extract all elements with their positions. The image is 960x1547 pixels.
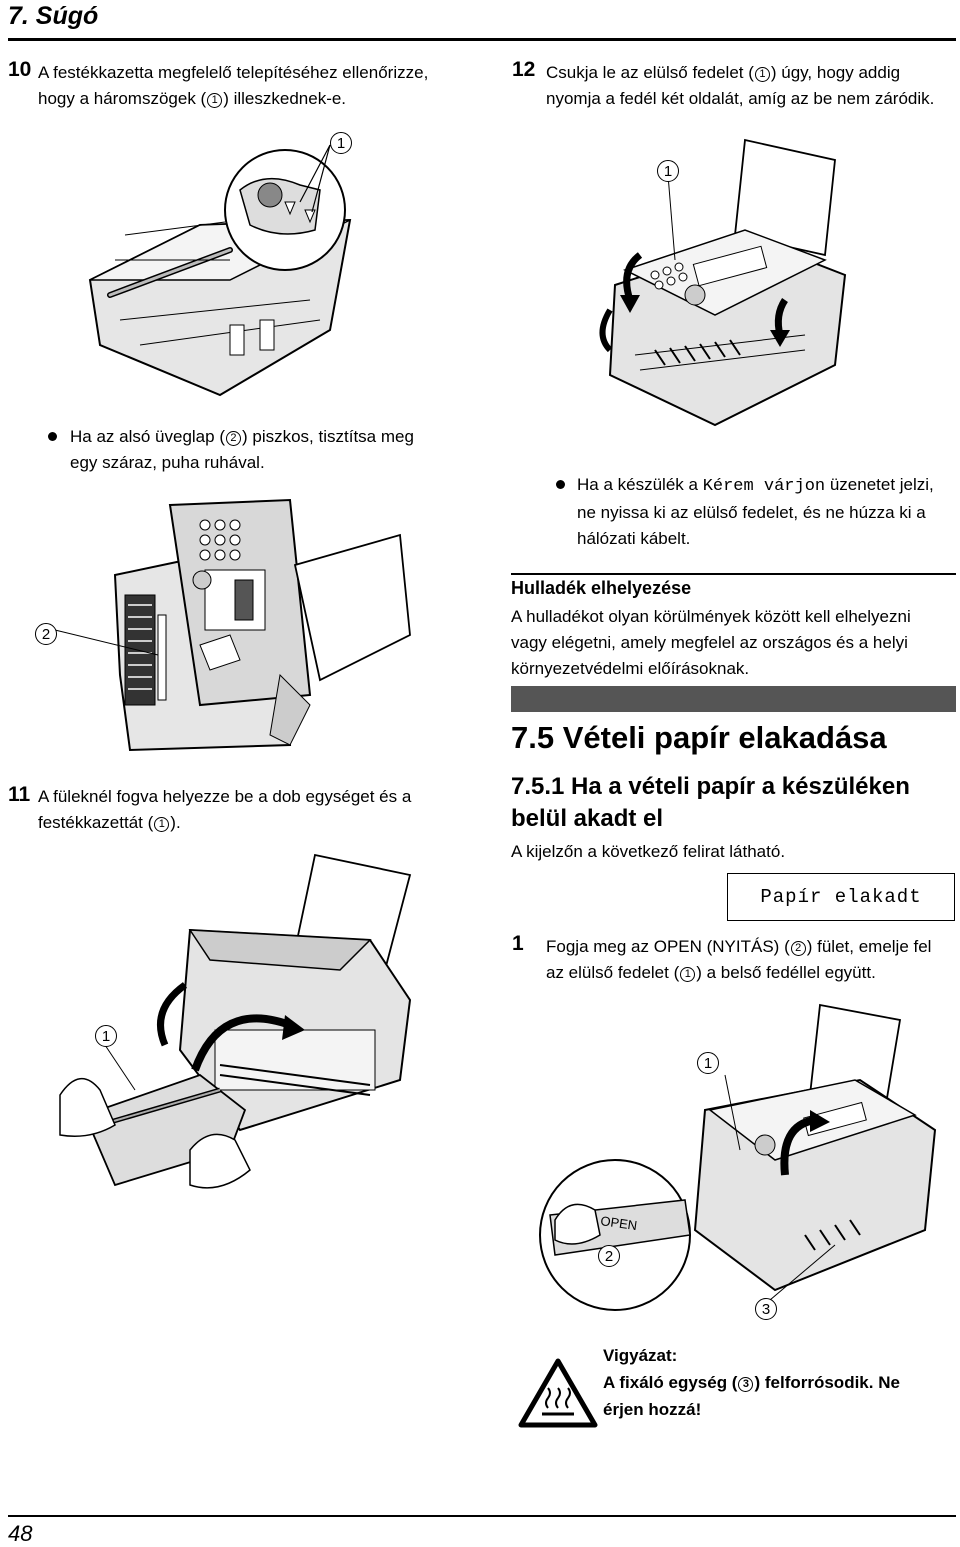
fax-closing-cover-figure xyxy=(599,138,847,427)
step-1-line-2: az elülső fedelet (1) a belső fedéllel e… xyxy=(546,963,876,982)
caution-line-1: A fixáló egység (3) felforrósodik. Ne xyxy=(603,1373,900,1392)
disposal-line-3: környezetvédelmi előírásoknak. xyxy=(511,659,750,678)
step-11-line-2: festékkazettát (1). xyxy=(38,813,181,832)
callout-ref-1: 1 xyxy=(754,67,770,82)
page-number: 48 xyxy=(8,1521,33,1546)
toner-cartridge-figure xyxy=(88,144,352,397)
callout-ref-1: 1 xyxy=(680,967,696,982)
callout-1: 1 xyxy=(657,160,679,182)
callout-ref-1: 1 xyxy=(207,93,223,108)
section-title: 7.5 Vételi papír elakadása xyxy=(511,720,887,755)
open-tab-label: OPEN xyxy=(600,1213,639,1233)
callout-1: 1 xyxy=(697,1052,719,1074)
disposal-title: Hulladék elhelyezése xyxy=(511,578,692,598)
subsection-title: 7.5.1 Ha a vételi papír a készüléken bel… xyxy=(511,771,910,835)
bullet-glass-line-1: Ha az alsó üveglap (2) piszkos, tisztíts… xyxy=(70,427,414,446)
subsection-line-1: 7.5.1 Ha a vételi papír a készüléken xyxy=(511,773,910,800)
step-10-line-2: hogy a háromszögek (1) illeszkednek-e. xyxy=(38,89,347,108)
bullet-wait-line-3: hálózati kábelt. xyxy=(577,529,691,548)
callout-ref-3: 3 xyxy=(738,1377,754,1392)
footer-rule xyxy=(8,1515,956,1517)
subsection-line-2: belül akadt el xyxy=(511,805,664,832)
section-bar xyxy=(511,686,956,712)
fax-open-cover-figure: OPEN xyxy=(539,1003,937,1311)
bullet-glass-text: Ha az alsó üveglap (2) piszkos, tisztíts… xyxy=(70,424,414,476)
callout-1: 1 xyxy=(330,132,352,154)
bullet-wait-line-2: ne nyissa ki az elülső fedelet, és ne hú… xyxy=(577,503,926,522)
step-11-line-1: A füleknél fogva helyezze be a dob egysé… xyxy=(38,787,412,806)
step-12-line-1: Csukja le az elülső fedelet (1) úgy, hog… xyxy=(546,63,901,82)
bullet-wait-text: Ha a készülék a Kérem várjon üzenetet je… xyxy=(577,472,934,552)
step-11-text: A füleknél fogva helyezze be a dob egysé… xyxy=(38,784,411,836)
step-1-number: 1 xyxy=(512,932,524,955)
callout-ref-1: 1 xyxy=(154,817,170,832)
disposal-text: A hulladékot olyan körülmények között ke… xyxy=(511,604,911,682)
insert-drum-figure xyxy=(59,853,412,1189)
step-12-line-2: nyomja a fedél két oldalát, amíg az be n… xyxy=(546,89,935,108)
step-12-number: 12 xyxy=(512,58,536,81)
step-10-text: A festékkazetta megfelelő telepítéséhez … xyxy=(38,60,428,112)
disposal-line-2: vagy elégetni, amely megfelel az országo… xyxy=(511,633,908,652)
bullet-glass-line-2: egy száraz, puha ruhával. xyxy=(70,453,265,472)
fax-open-glass-figure xyxy=(54,498,411,752)
bullet-wait-line-1: Ha a készülék a Kérem várjon üzenetet je… xyxy=(577,475,934,496)
caution-text: A fixáló egység (3) felforrósodik. Ne ér… xyxy=(603,1369,900,1423)
step-12-text: Csukja le az elülső fedelet (1) úgy, hog… xyxy=(546,60,934,112)
step-10-line-1: A festékkazetta megfelelő telepítéséhez … xyxy=(38,63,429,82)
caution-title: Vigyázat: xyxy=(603,1346,678,1365)
disposal-rule xyxy=(511,573,956,575)
caution-line-2: érjen hozzá! xyxy=(603,1400,702,1419)
subsection-intro: A kijelzőn a következő felirat látható. xyxy=(511,842,786,861)
lcd-text-inline: Kérem várjon xyxy=(702,477,826,496)
step-10-number: 10 xyxy=(8,58,32,81)
callout-2: 2 xyxy=(598,1245,620,1267)
step-1-line-1: Fogja meg az OPEN (NYITÁS) (2) fület, em… xyxy=(546,937,932,956)
chapter-title: 7. Súgó xyxy=(8,2,99,30)
lcd-message-box: Papír elakadt xyxy=(727,873,955,921)
bullet-icon xyxy=(556,480,565,489)
callout-1: 1 xyxy=(95,1025,117,1047)
step-11-number: 11 xyxy=(8,783,31,806)
callout-ref-2: 2 xyxy=(790,941,806,956)
callout-3: 3 xyxy=(755,1298,777,1320)
disposal-line-1: A hulladékot olyan körülmények között ke… xyxy=(511,607,911,626)
callout-ref-2: 2 xyxy=(225,431,241,446)
step-1-text: Fogja meg az OPEN (NYITÁS) (2) fület, em… xyxy=(546,934,931,986)
callout-2: 2 xyxy=(35,623,57,645)
hot-surface-warning-icon xyxy=(518,1358,598,1428)
bullet-icon xyxy=(48,432,57,441)
header-rule xyxy=(8,38,956,41)
